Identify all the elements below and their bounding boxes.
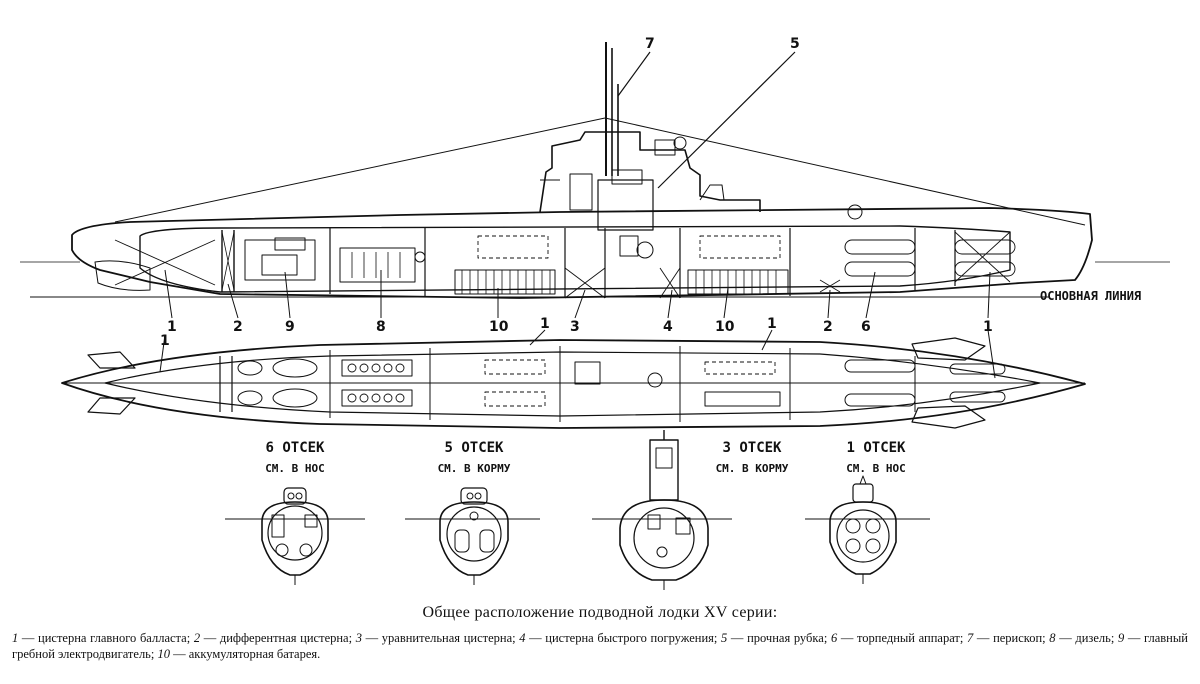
callout-side-3: 9 — [285, 319, 295, 335]
legend-item: 10 — аккумуляторная батарея. — [157, 647, 321, 661]
callout-side-8: 10 — [715, 319, 735, 335]
baseline-label: ОСНОВНАЯ ЛИНИЯ — [1040, 289, 1141, 303]
callout-labels: 7 5 1 2 9 8 10 3 4 10 2 6 1 1 1 1 ОСНОВН… — [160, 36, 1141, 475]
section-1-title: 1 ОТСЕК — [846, 440, 906, 456]
section-3-subtitle: СМ. В КОРМУ — [716, 462, 789, 475]
callout-plan-3: 1 — [160, 333, 170, 349]
submarine-drawing: 7 5 1 2 9 8 10 3 4 10 2 6 1 1 1 1 ОСНОВН… — [20, 36, 1170, 590]
section-5-drawing — [405, 487, 540, 585]
legend-item: 9 — главный гребной электродвигатель; — [12, 631, 1188, 661]
legend-item: 4 — цистерна быстрого погружения; — [519, 631, 722, 645]
section-5-title: 5 ОТСЕК — [444, 440, 504, 456]
cross-sections — [225, 430, 930, 590]
callout-side-11: 1 — [983, 319, 993, 335]
callout-side-1: 1 — [167, 319, 177, 335]
figure-legend: 1 — цистерна главного балласта; 2 — дифф… — [12, 630, 1188, 662]
callout-side-7: 4 — [663, 319, 673, 335]
legend-item: 5 — прочная рубка; — [721, 631, 831, 645]
plan-view — [61, 329, 1086, 429]
section-1-subtitle: СМ. В НОС — [846, 462, 906, 475]
figure-caption: Общее расположение подводной лодки XV се… — [422, 604, 778, 621]
callout-side-6: 3 — [570, 319, 580, 335]
section-1-drawing — [805, 475, 930, 584]
section-6-subtitle: СМ. В НОС — [265, 462, 325, 475]
legend-item: 8 — дизель; — [1049, 631, 1118, 645]
legend-item: 6 — торпедный аппарат; — [830, 631, 968, 645]
callout-side-10: 6 — [861, 319, 871, 335]
legend-item: 7 — перископ; — [967, 631, 1050, 645]
section-6-title: 6 ОТСЕК — [265, 440, 325, 456]
section-3-drawing — [592, 430, 732, 590]
section-6-drawing — [225, 487, 365, 585]
callout-side-5: 10 — [489, 319, 509, 335]
callout-plan-2: 1 — [767, 316, 777, 332]
legend-item: 3 — уравнительная цистерна; — [355, 631, 520, 645]
callout-side-2: 2 — [233, 319, 243, 335]
callout-plan-1: 1 — [540, 316, 550, 332]
legend-item: 2 — дифферентная цистерна; — [193, 631, 356, 645]
side-elevation — [20, 42, 1170, 319]
callout-side-4: 8 — [376, 319, 386, 335]
callout-5: 5 — [790, 36, 800, 52]
section-5-subtitle: СМ. В КОРМУ — [438, 462, 511, 475]
callout-side-9: 2 — [823, 319, 833, 335]
section-3-title: 3 ОТСЕК — [722, 440, 782, 456]
legend-item: 1 — цистерна главного балласта; — [12, 631, 194, 645]
callout-7: 7 — [645, 36, 655, 52]
